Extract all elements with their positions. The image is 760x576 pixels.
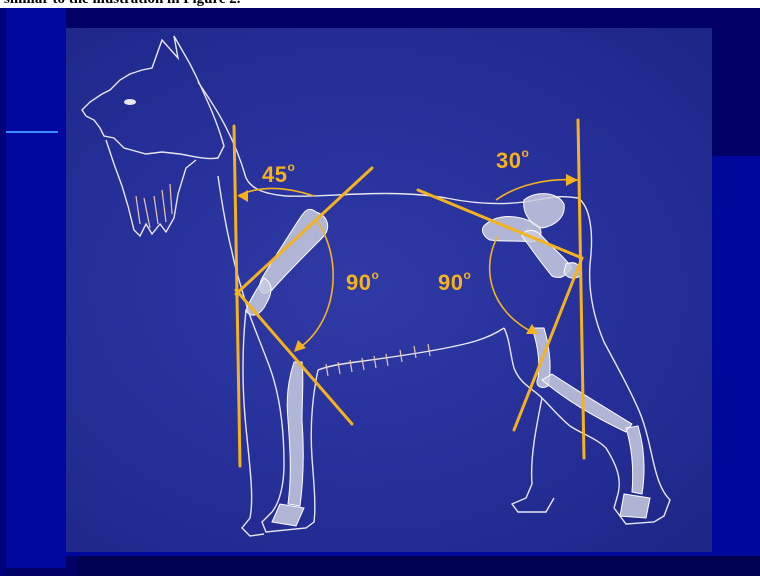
slide-accent-line <box>6 131 58 133</box>
slide-bottom-bar <box>78 556 760 576</box>
front-vertical-line <box>234 126 240 466</box>
arc-90-rear <box>490 236 536 334</box>
degree-mark: o <box>463 268 471 282</box>
humerus-bone <box>246 278 271 315</box>
dog-head-outline <box>82 36 224 159</box>
angle-label-front-upper: 45o <box>262 162 295 188</box>
degree-mark: o <box>521 146 529 160</box>
angle-label-front-lower: 90o <box>346 270 379 296</box>
rear-paw-bones <box>620 494 650 518</box>
dog-belly-outline <box>318 328 504 370</box>
dog-skeleton-diagram <box>66 28 712 552</box>
degree-mark: o <box>287 160 295 174</box>
angle-value-front-upper: 45 <box>262 162 287 187</box>
degree-mark: o <box>371 268 379 282</box>
front-paw-bones <box>272 504 304 526</box>
dog-rump-outline <box>578 198 670 524</box>
dog-angulation-illustration: 45o 90o 90o 30o <box>66 28 712 552</box>
angle-label-rear-upper: 30o <box>496 148 529 174</box>
angle-value-rear-lower: 90 <box>438 270 463 295</box>
dog-eye <box>124 99 136 105</box>
caption-text: similar to the illustration in Figure 2. <box>4 0 241 8</box>
dog-furnishings <box>136 184 430 376</box>
angle-value-rear-upper: 30 <box>496 148 521 173</box>
skeleton-bones <box>246 194 650 526</box>
angle-label-rear-lower: 90o <box>438 270 471 296</box>
slide-frame-left-strip <box>6 8 66 568</box>
angle-value-front-lower: 90 <box>346 270 371 295</box>
front-radius-bone <box>287 362 303 506</box>
hock-bone <box>542 374 632 432</box>
rear-metatarsus-bone <box>626 426 644 494</box>
dog-neck-back-outline <box>198 82 578 204</box>
